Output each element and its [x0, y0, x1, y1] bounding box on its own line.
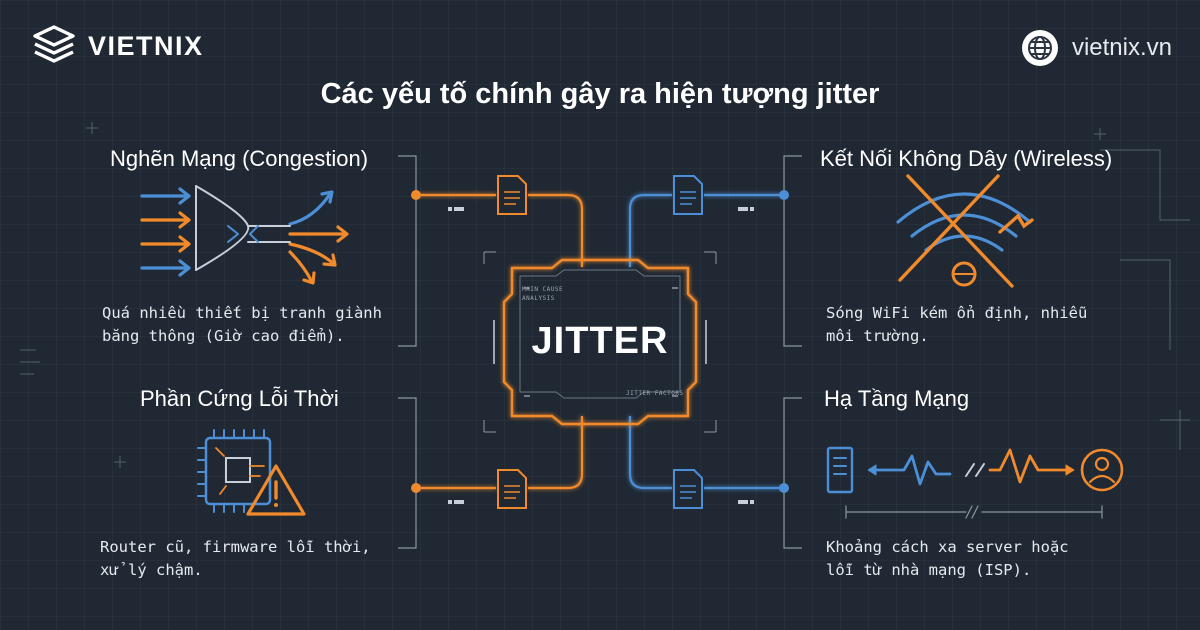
center-small-top2: ANALYSIS: [522, 295, 555, 302]
globe-icon: [1021, 30, 1058, 66]
desc-line: Quá nhiều thiết bị tranh giành: [102, 304, 382, 322]
factor-desc-hardware: Router cũ, firmware lỗi thời, xử lý chậm…: [100, 536, 371, 582]
factor-title-hardware: Phần Cứng Lỗi Thời: [140, 386, 339, 411]
vietnix-logo-icon: [33, 25, 75, 63]
factor-desc-infrastructure: Khoảng cách xa server hoặc lỗi từ nhà mạ…: [826, 536, 1069, 582]
brand[interactable]: VIETNIX: [30, 22, 204, 70]
factor-title-congestion: Nghẽn Mạng (Congestion): [110, 146, 369, 171]
desc-line: môi trường.: [826, 327, 929, 345]
brand-name: VIETNIX: [88, 30, 204, 61]
center-small-top: MAIN CAUSE: [522, 286, 564, 293]
desc-line: Khoảng cách xa server hoặc: [826, 538, 1069, 556]
factor-desc-wireless: Sóng WiFi kém ổn định, nhiễu môi trường.: [826, 302, 1087, 348]
site-link[interactable]: vietnix.vn: [1021, 30, 1172, 66]
jitter-label: JITTER: [531, 320, 669, 362]
desc-line: băng thông (Giờ cao điểm).: [102, 327, 345, 345]
desc-line: xử lý chậm.: [100, 561, 203, 579]
desc-line: Sóng WiFi kém ổn định, nhiễu: [826, 304, 1088, 322]
factor-title-infrastructure: Hạ Tầng Mạng: [824, 386, 970, 411]
page-title: Các yếu tố chính gây ra hiện tượng jitte…: [320, 78, 880, 110]
site-url: vietnix.vn: [1071, 34, 1172, 61]
factor-title-wireless: Kết Nối Không Dây (Wireless): [820, 146, 1113, 171]
desc-line: Router cũ, firmware lỗi thời,: [100, 538, 371, 556]
desc-line: lỗi từ nhà mạng (ISP).: [826, 561, 1032, 579]
center-small-bottom: JITTER FACTORS: [626, 390, 684, 397]
factor-desc-congestion: Quá nhiều thiết bị tranh giành băng thôn…: [102, 302, 382, 348]
